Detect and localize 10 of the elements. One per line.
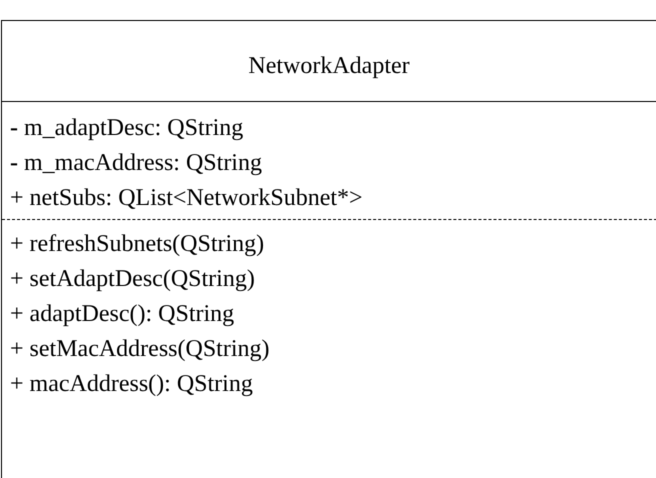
attribute-text: - m_macAddress: QString — [10, 149, 262, 178]
attribute-text: + netSubs: QList<NetworkSubnet*> — [10, 184, 363, 213]
attribute-text: - m_adaptDesc: QString — [10, 114, 244, 143]
method-text: + setMacAddress(QString) — [10, 335, 270, 364]
method-text: + macAddress(): QString — [10, 370, 253, 399]
class-name: NetworkAdapter — [247, 52, 411, 81]
class-box — [1, 20, 656, 478]
method-text: + refreshSubnets(QString) — [10, 230, 264, 259]
method-text: + setAdaptDesc(QString) — [10, 265, 255, 294]
method-text: + adaptDesc(): QString — [10, 300, 234, 329]
